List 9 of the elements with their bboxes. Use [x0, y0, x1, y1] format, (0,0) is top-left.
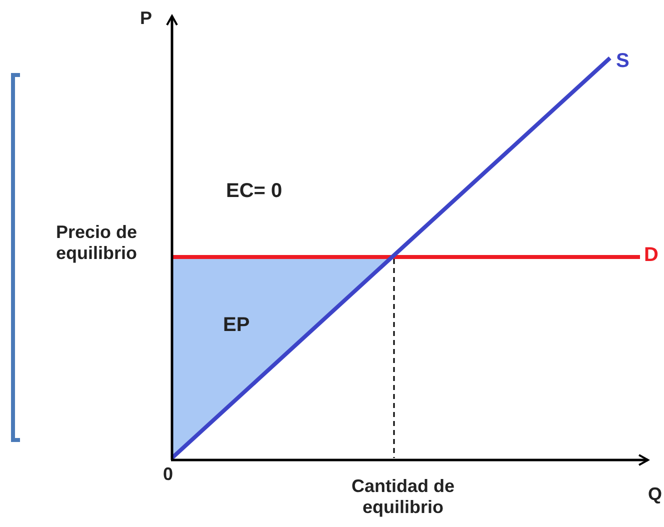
axis-label: P [140, 8, 152, 29]
axis-label: Q [648, 484, 662, 505]
curve-label: S [616, 50, 630, 73]
origin-label: 0 [163, 464, 174, 485]
curve-label: D [644, 244, 658, 267]
area-label: EC= 0 [226, 180, 282, 203]
area-label: EP [223, 314, 250, 337]
axis-value-label: Cantidad de equilibrio [350, 476, 456, 518]
axis-value-label: Precio de equilibrio [56, 222, 138, 264]
